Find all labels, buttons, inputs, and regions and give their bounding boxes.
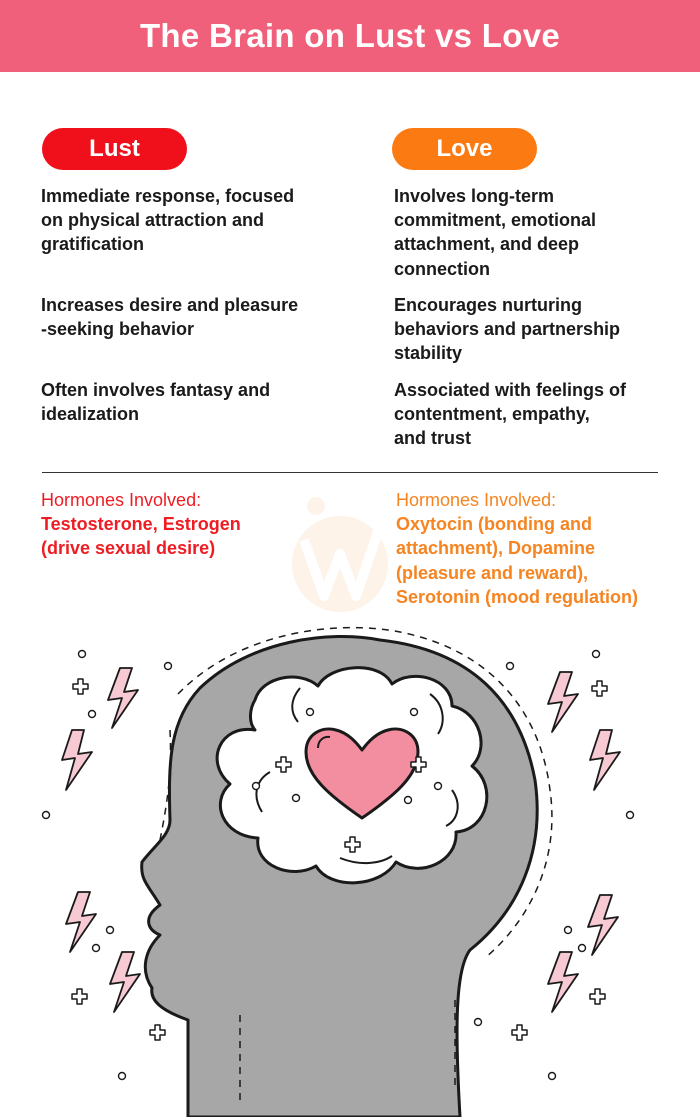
brain-illustration [41, 626, 635, 1117]
sparkle-circle-icon [91, 943, 101, 953]
lightning-bolt-icon [65, 891, 97, 953]
sparkle-plus-icon [72, 678, 89, 695]
sparkle-circle-icon [625, 810, 635, 820]
lust-badge: Lust [42, 128, 187, 170]
sparkle-circle-icon [163, 661, 173, 671]
lightning-bolt-icon [547, 671, 579, 733]
sparkle-plus-icon [410, 756, 427, 773]
lightning-bolt-icon [109, 951, 141, 1013]
watermark-logo-icon [292, 497, 388, 612]
sparkle-circle-icon [563, 925, 573, 935]
sparkle-plus-icon [344, 836, 361, 853]
sparkle-circle-icon [87, 709, 97, 719]
sparkle-circle-icon [305, 707, 315, 717]
sparkle-circle-icon [473, 1017, 483, 1027]
sparkle-plus-icon [275, 756, 292, 773]
sparkle-circle-icon [117, 1071, 127, 1081]
sparkle-circle-icon [547, 1071, 557, 1081]
sparkle-circle-icon [577, 943, 587, 953]
page-title: The Brain on Lust vs Love [139, 17, 561, 54]
lightning-bolt-icon [547, 951, 579, 1013]
lust-hormones-text: Testosterone, Estrogen(drive sexual desi… [41, 514, 241, 559]
lust-point: Increases desire and pleasure-seeking be… [41, 295, 299, 340]
lust-hormones: Hormones Involved: Testosterone, Estroge… [41, 488, 341, 561]
love-badge: Love [392, 128, 537, 170]
sparkle-circle-icon [251, 781, 261, 791]
sparkle-plus-icon [511, 1024, 528, 1041]
sparkle-plus-icon [591, 680, 608, 697]
lightning-bolt-icon [107, 667, 139, 729]
sparkle-circle-icon [591, 649, 601, 659]
sparkle-circle-icon [403, 795, 413, 805]
heart-icon [304, 727, 420, 820]
sparkle-plus-icon [589, 988, 606, 1005]
sparkle-circle-icon [433, 781, 443, 791]
sparkle-circle-icon [41, 810, 51, 820]
lightning-bolt-icon [61, 729, 93, 791]
sparkle-circle-icon [505, 661, 515, 671]
lightning-bolt-icon [587, 894, 619, 956]
sparkle-circle-icon [77, 649, 87, 659]
love-hormones: Hormones Involved: Oxytocin (bonding and… [396, 488, 696, 609]
sparkle-plus-icon [149, 1024, 166, 1041]
love-hormones-heading: Hormones Involved: [396, 490, 557, 510]
header-banner: The Brain on Lust vs Love [0, 0, 700, 72]
section-divider [42, 472, 658, 473]
sparkle-circle-icon [291, 793, 301, 803]
lightning-bolt-icon [589, 729, 621, 791]
sparkle-circle-icon [409, 707, 419, 717]
sparkle-plus-icon [71, 988, 88, 1005]
sparkle-circle-icon [105, 925, 115, 935]
lust-hormones-heading: Hormones Involved: [41, 490, 202, 510]
